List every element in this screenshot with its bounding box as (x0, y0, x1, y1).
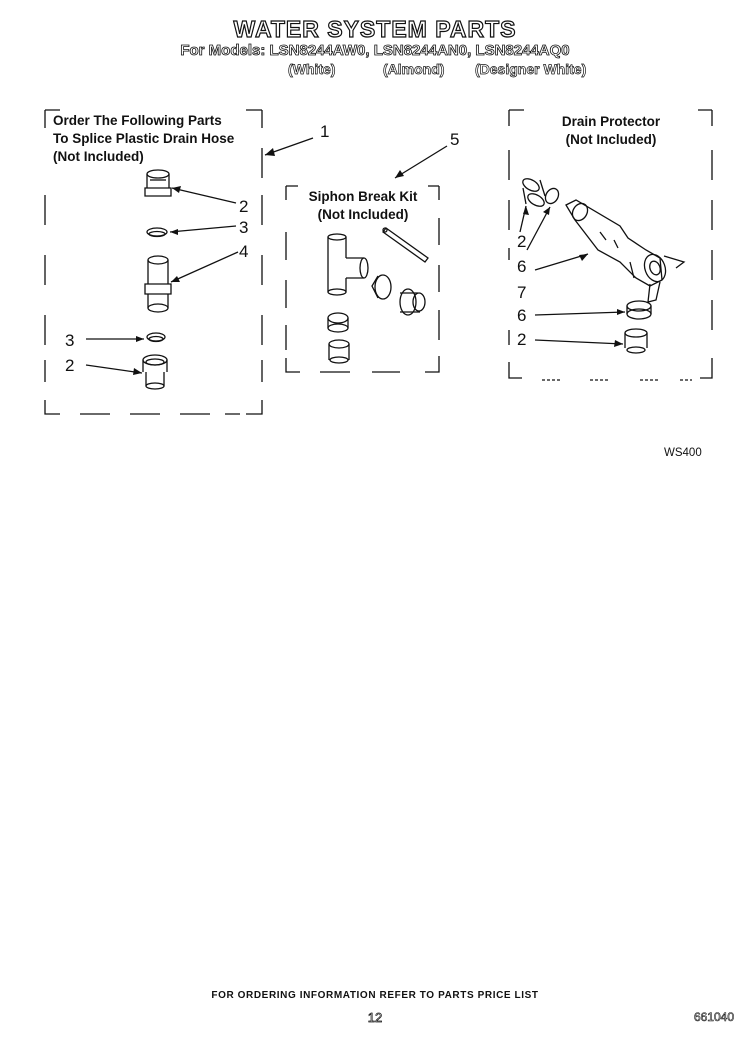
siphon-tee (327, 233, 369, 296)
drain-connector-bottom (624, 328, 648, 354)
variant-almond: (Almond) (383, 61, 445, 78)
page-number: 12 (367, 1010, 383, 1026)
callout-1: 1 (320, 122, 330, 141)
variant-white: (White) (288, 61, 336, 78)
splice-coupler (144, 255, 172, 313)
leader-arrowheads (133, 148, 625, 375)
drain-connector-top (522, 178, 546, 207)
hose-connector-bottom (142, 354, 168, 390)
callout-4: 4 (239, 242, 249, 261)
hose-connector-top (144, 169, 172, 197)
hose-clamp-bottom (146, 332, 166, 343)
splice-group-frame (44, 109, 263, 415)
siphon-nut (371, 274, 392, 300)
splice-title-line2: To Splice Plastic Drain Hose (53, 131, 235, 146)
callout-2-drain-bottom: 2 (517, 330, 527, 349)
siphon-group-title: Siphon Break Kit (Not Included) (286, 188, 440, 224)
callout-7: 7 (517, 283, 527, 302)
callout-6-bottom: 6 (517, 306, 527, 325)
hose-clamp-top (146, 227, 168, 238)
splice-title-line3: (Not Included) (53, 149, 144, 164)
splice-group-title: Order The Following Parts To Splice Plas… (53, 112, 234, 166)
splice-title-line1: Order The Following Parts (53, 113, 222, 128)
drain-title-line2: (Not Included) (565, 132, 657, 147)
callout-6-top: 6 (517, 257, 527, 276)
document-part-number: 661040 (693, 1010, 735, 1025)
callout-5: 5 (450, 130, 460, 149)
callout-2-drain-top: 2 (517, 232, 527, 251)
siphon-title-line2: (Not Included) (317, 207, 409, 222)
callout-2-bottom: 2 (65, 356, 75, 375)
drain-nut-bottom (626, 300, 652, 320)
siphon-strap (382, 227, 429, 263)
page-title: WATER SYSTEM PARTS (233, 15, 517, 42)
variant-designer-white: (Designer White) (475, 61, 587, 78)
drain-title-line1: Drain Protector (561, 114, 661, 129)
model-list: For Models: LSN8244AW0, LSN8244AN0, LSN8… (180, 42, 570, 60)
callout-2-top: 2 (239, 197, 249, 216)
callout-3-top: 3 (239, 218, 249, 237)
siphon-adapter (399, 288, 426, 316)
drain-group-title: Drain Protector (Not Included) (509, 113, 713, 149)
diagram-code: WS400 (664, 447, 702, 459)
siphon-connector-lower (328, 339, 350, 364)
siphon-group-frame (285, 185, 440, 373)
siphon-nut-lower (327, 312, 349, 333)
callout-3-bottom: 3 (65, 331, 75, 350)
drain-group-frame (508, 109, 713, 381)
drain-nut-top (544, 187, 560, 205)
siphon-title-line1: Siphon Break Kit (308, 189, 418, 204)
drain-protector-body (565, 199, 686, 303)
ordering-info: FOR ORDERING INFORMATION REFER TO PARTS … (211, 990, 539, 1001)
leader-lines (85, 137, 626, 374)
